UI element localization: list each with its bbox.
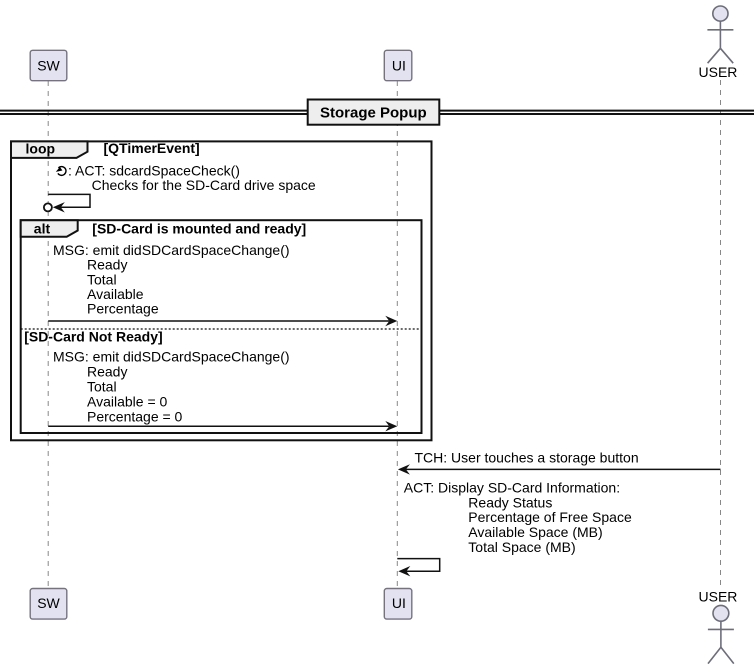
svg-text:ACT: Display SD-Card Informati: ACT: Display SD-Card Information: (404, 479, 620, 495)
svg-text:Ready: Ready (87, 257, 127, 273)
svg-text:[QTimerEvent]: [QTimerEvent] (104, 140, 200, 156)
svg-text:Ready Status: Ready Status (468, 494, 552, 510)
svg-text:loop: loop (26, 140, 56, 156)
svg-text:USER: USER (699, 589, 738, 605)
svg-text:SW: SW (37, 595, 60, 611)
svg-text:SW: SW (37, 57, 60, 73)
svg-text:Checks for the SD-Card drive s: Checks for the SD-Card drive space (92, 177, 316, 193)
svg-text:Storage Popup: Storage Popup (320, 104, 427, 121)
svg-text:[SD-Card Not Ready]: [SD-Card Not Ready] (24, 328, 162, 344)
svg-text:UI: UI (392, 595, 406, 611)
svg-text:TCH: User touches a storage bu: TCH: User touches a storage button (415, 450, 639, 466)
svg-text:USER: USER (699, 64, 738, 80)
svg-text:MSG: emit didSDCardSpaceChange: MSG: emit didSDCardSpaceChange() (53, 349, 290, 365)
svg-text:Ready: Ready (87, 364, 127, 380)
svg-text:UI: UI (392, 57, 406, 73)
svg-text:Percentage of Free Space: Percentage of Free Space (468, 509, 632, 525)
svg-text:Total: Total (87, 379, 117, 395)
svg-text:Available: Available (87, 286, 144, 302)
svg-text:Percentage: Percentage (87, 301, 159, 317)
svg-text:alt: alt (34, 221, 51, 237)
svg-text:[SD-Card is mounted and ready]: [SD-Card is mounted and ready] (92, 221, 306, 237)
svg-text:Percentage = 0: Percentage = 0 (87, 408, 183, 424)
svg-text:Available Space (MB): Available Space (MB) (468, 524, 602, 540)
svg-text:Total Space (MB): Total Space (MB) (468, 539, 575, 555)
svg-text:: ACT: sdcardSpaceCheck(): : ACT: sdcardSpaceCheck() (68, 162, 240, 178)
svg-text:MSG: emit didSDCardSpaceChange: MSG: emit didSDCardSpaceChange() (53, 242, 290, 258)
svg-text:Available = 0: Available = 0 (87, 393, 168, 409)
svg-text:Total: Total (87, 271, 117, 287)
